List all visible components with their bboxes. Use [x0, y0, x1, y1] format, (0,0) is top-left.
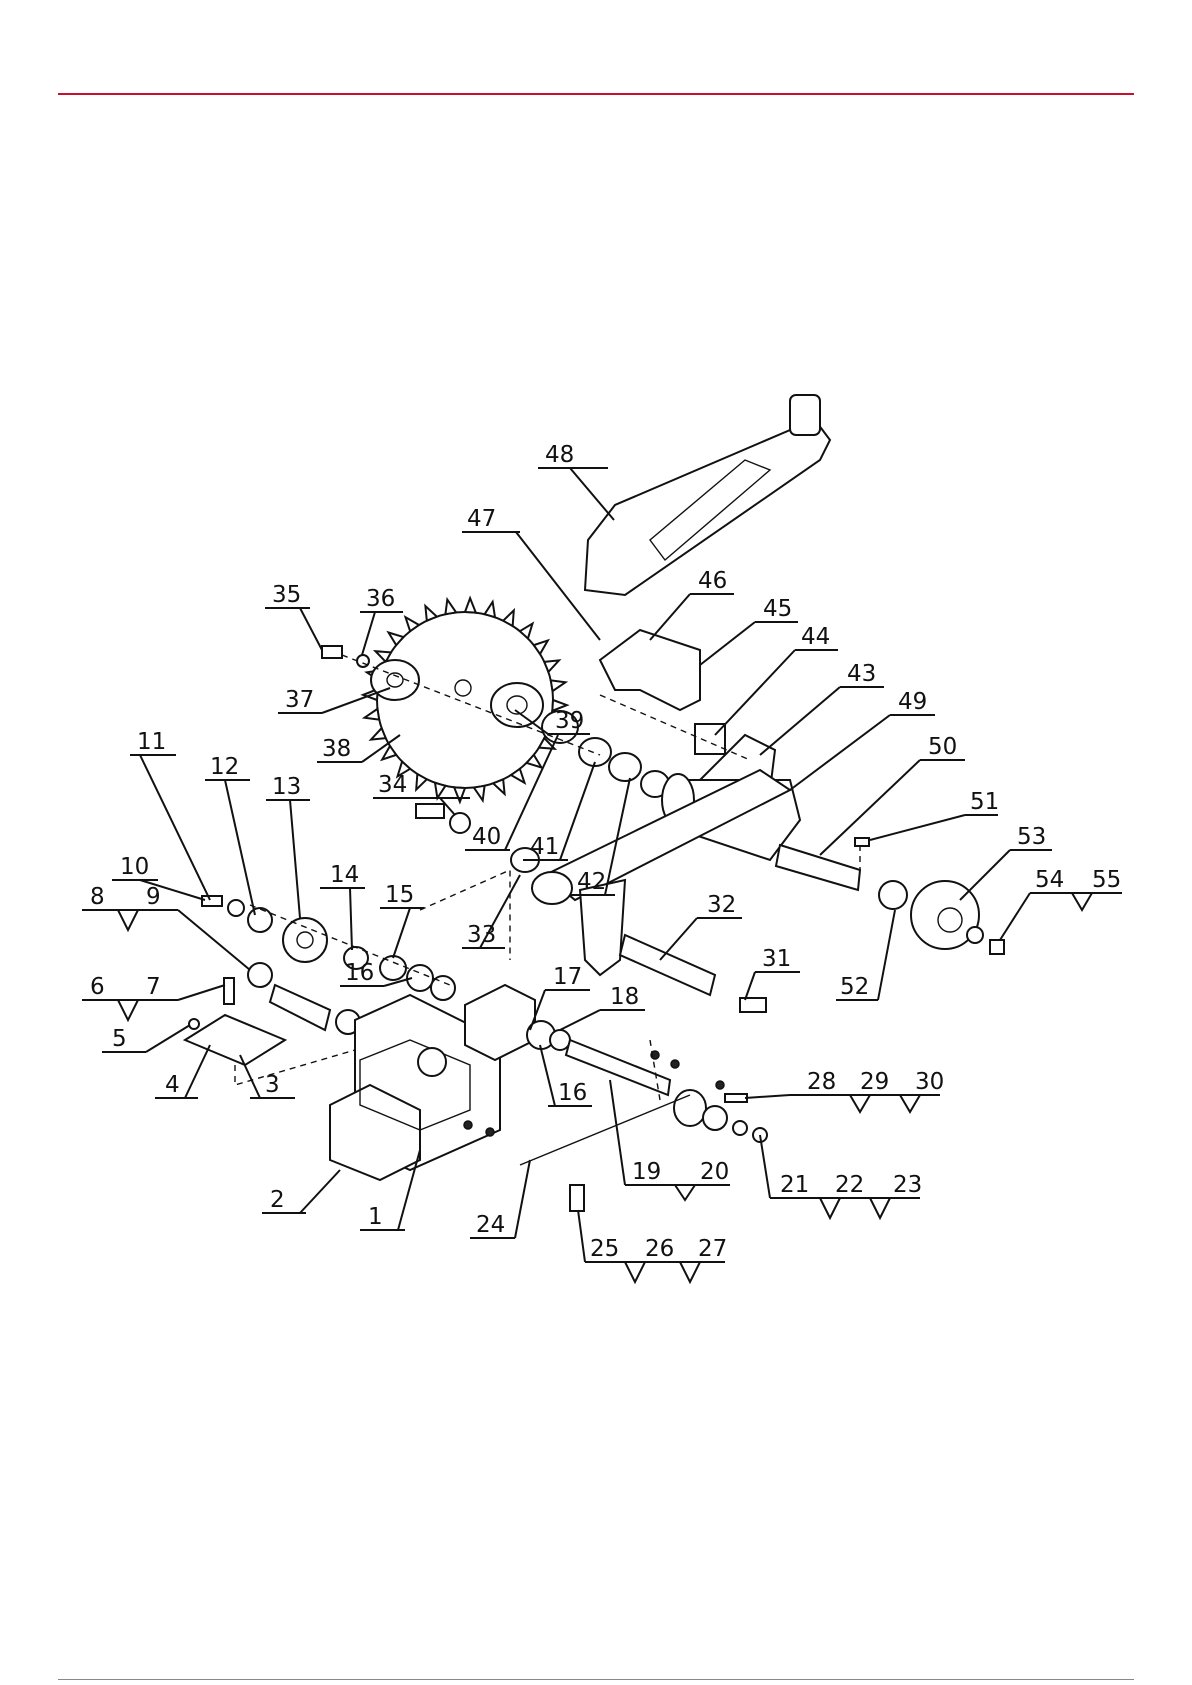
- callout-17: 17: [553, 964, 582, 990]
- callout-7: 7: [146, 974, 161, 1000]
- callout-44: 44: [801, 624, 830, 650]
- callout-55: 55: [1092, 867, 1121, 893]
- callout-53: 53: [1017, 824, 1046, 850]
- blade-tooth: [435, 783, 445, 798]
- callout-5: 5: [112, 1026, 127, 1052]
- callout-12: 12: [210, 754, 239, 780]
- callout-33: 33: [467, 922, 496, 948]
- callout-39: 39: [555, 708, 584, 734]
- callout-42: 42: [577, 869, 606, 895]
- callout-36: 36: [366, 586, 395, 612]
- main-frame: [330, 985, 535, 1180]
- callout-24: 24: [476, 1212, 505, 1238]
- callout-13: 13: [272, 774, 301, 800]
- callout-40: 40: [472, 824, 501, 850]
- callout-1: 1: [368, 1204, 383, 1230]
- callout-47: 47: [467, 506, 496, 532]
- callout-32: 32: [707, 892, 736, 918]
- callout-10: 10: [120, 854, 149, 880]
- callout-16b: 16: [558, 1080, 587, 1106]
- callout-22: 22: [835, 1172, 864, 1198]
- callout-35: 35: [272, 582, 301, 608]
- callout-16a: 16: [345, 960, 374, 986]
- callout-23: 23: [893, 1172, 922, 1198]
- blade-tooth: [485, 602, 495, 617]
- callout-28: 28: [807, 1069, 836, 1095]
- blade-tooth: [474, 786, 485, 801]
- callout-37: 37: [285, 687, 314, 713]
- callout-26: 26: [645, 1236, 674, 1262]
- callout-18: 18: [610, 984, 639, 1010]
- callout-14: 14: [330, 862, 359, 888]
- callout-52: 52: [840, 974, 869, 1000]
- callout-51: 51: [970, 789, 999, 815]
- callout-38: 38: [322, 736, 351, 762]
- callout-50: 50: [928, 734, 957, 760]
- callout-3: 3: [265, 1072, 280, 1098]
- callout-30: 30: [915, 1069, 944, 1095]
- callout-34: 34: [378, 772, 407, 798]
- callout-46: 46: [698, 568, 727, 594]
- blade-tooth: [445, 600, 456, 615]
- callout-8: 8: [90, 884, 105, 910]
- callout-15: 15: [385, 882, 414, 908]
- callout-45: 45: [763, 596, 792, 622]
- callout-43: 43: [847, 661, 876, 687]
- callout-49: 49: [898, 689, 927, 715]
- callout-41: 41: [530, 834, 559, 860]
- callout-25: 25: [590, 1236, 619, 1262]
- callout-19: 19: [632, 1159, 661, 1185]
- callout-54: 54: [1035, 867, 1064, 893]
- blade-tooth: [365, 709, 380, 720]
- callout-27: 27: [698, 1236, 727, 1262]
- callout-9: 9: [146, 884, 161, 910]
- blade-tooth: [465, 598, 476, 613]
- blade-tooth: [551, 680, 566, 691]
- callout-2: 2: [270, 1187, 285, 1213]
- footer-rule: [58, 1679, 1134, 1680]
- callout-6: 6: [90, 974, 105, 1000]
- callout-29: 29: [860, 1069, 889, 1095]
- blade-tooth: [454, 787, 465, 802]
- callout-20: 20: [700, 1159, 729, 1185]
- callout-4: 4: [165, 1072, 180, 1098]
- callout-31: 31: [762, 946, 791, 972]
- callout-48: 48: [545, 442, 574, 468]
- callout-21: 21: [780, 1172, 809, 1198]
- callout-11: 11: [137, 729, 166, 755]
